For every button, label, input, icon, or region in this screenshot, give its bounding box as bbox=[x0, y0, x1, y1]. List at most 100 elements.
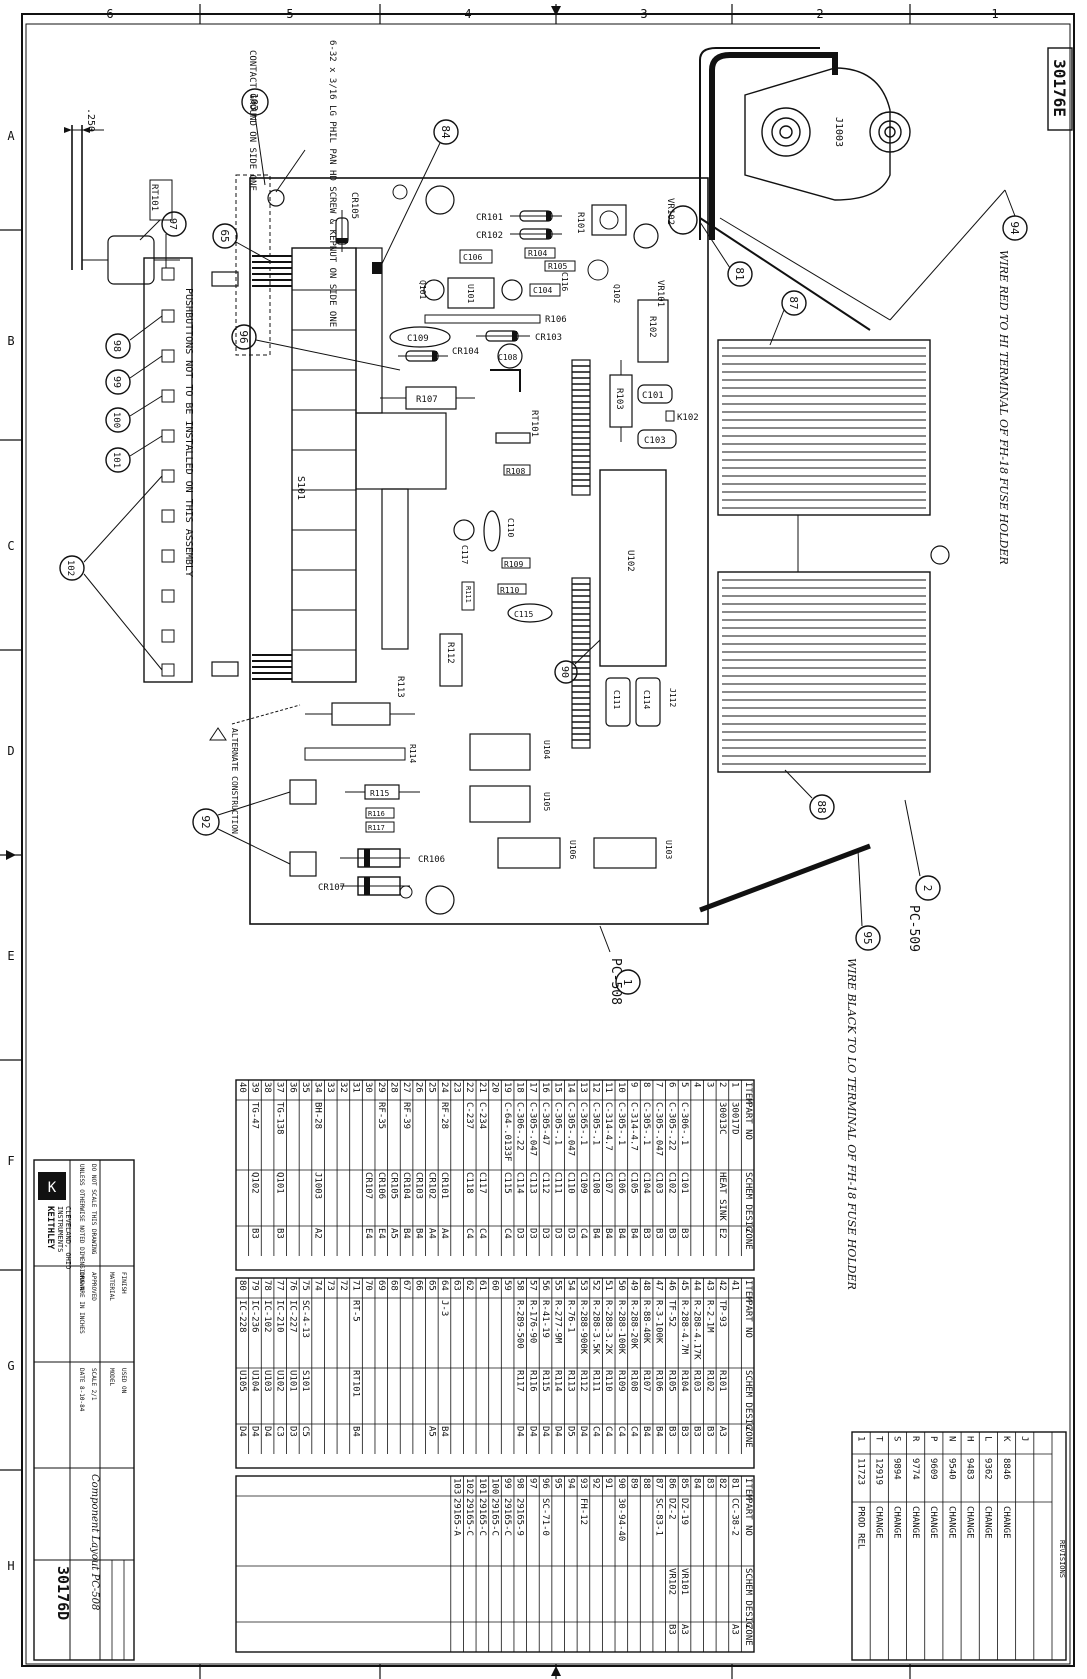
revisions-header: REVISIONS bbox=[1058, 1540, 1066, 1578]
c104-box bbox=[529, 283, 561, 297]
label-r105: R105 bbox=[548, 262, 567, 271]
bom-header-cell: SCHEM DESIG bbox=[743, 1172, 753, 1232]
bom-cell: C-305-.047 bbox=[654, 1102, 664, 1156]
bom-cell: B3 bbox=[275, 1228, 285, 1239]
bom-cell: D4 bbox=[540, 1426, 550, 1437]
company-loc: CLEVELAND, OHIO bbox=[64, 1206, 72, 1269]
finish-label: FINISH bbox=[120, 1272, 127, 1294]
note-wire-black: 95 WIRE BLACK TO LO TERMINAL OF FH-18 FU… bbox=[845, 849, 881, 1290]
label-c111: C111 bbox=[612, 690, 621, 709]
bom-cell: R-2-1M bbox=[704, 1300, 714, 1333]
cr102-diode bbox=[510, 228, 562, 240]
bom-cell: 26 bbox=[414, 1082, 424, 1093]
heat-sink-bottom bbox=[717, 545, 950, 773]
revision-cell: CHANGE bbox=[874, 1506, 884, 1539]
bom-cell: 45 bbox=[679, 1280, 689, 1291]
label-c117: C117 bbox=[460, 545, 469, 564]
bom-cell: 70 bbox=[363, 1280, 373, 1291]
bom-cell: 29165-9 bbox=[515, 1498, 525, 1536]
revision-cell: CHANGE bbox=[946, 1506, 956, 1539]
bom-cell: C113 bbox=[527, 1172, 537, 1194]
r117-body bbox=[365, 821, 395, 833]
balloon-84: 84 bbox=[439, 125, 452, 139]
bom-cell: 60 bbox=[489, 1280, 499, 1291]
bom-cell: C4 bbox=[578, 1228, 588, 1239]
bom-cell: CR103 bbox=[414, 1172, 424, 1199]
bom-cell: B4 bbox=[628, 1228, 638, 1239]
bom-cell: 74 bbox=[313, 1280, 323, 1291]
bom-cell: 65 bbox=[426, 1280, 436, 1291]
bom-cell: D3 bbox=[527, 1228, 537, 1239]
mount-hole-1 bbox=[425, 185, 455, 215]
bom-cell: 71 bbox=[350, 1280, 360, 1291]
bom-cell: B4 bbox=[414, 1228, 424, 1239]
revision-cell: K bbox=[1001, 1436, 1011, 1442]
bom-cell: R-288-900K bbox=[578, 1300, 588, 1355]
company-sub: INSTRUMENTS bbox=[56, 1206, 64, 1252]
bom-cell: 33 bbox=[325, 1082, 335, 1093]
balloon-103: 103 bbox=[248, 93, 259, 111]
label-u103: U103 bbox=[664, 840, 673, 859]
bom-cell: 3 bbox=[704, 1082, 714, 1087]
bom-cell: 59 bbox=[502, 1280, 512, 1291]
u106-ic bbox=[497, 837, 561, 869]
bom-header-cell: SCHEM DESIG bbox=[743, 1370, 753, 1430]
bom-cell: TP-93 bbox=[717, 1300, 727, 1327]
cr101-diode bbox=[510, 210, 562, 222]
bom-cell: CR107 bbox=[363, 1172, 373, 1199]
u103-ic bbox=[593, 837, 657, 869]
bom-cell: R-289-500 bbox=[515, 1300, 525, 1349]
drawing-number: 30176D bbox=[54, 1566, 72, 1620]
dim-250-text: .250 bbox=[85, 108, 96, 132]
revision-cell: L bbox=[983, 1436, 993, 1441]
vr101-body bbox=[633, 223, 659, 249]
bom-cell: 17 bbox=[527, 1082, 537, 1093]
label-r115: R115 bbox=[370, 789, 389, 798]
bom-cell: IC-210 bbox=[275, 1300, 285, 1333]
bom-cell: 53 bbox=[578, 1280, 588, 1291]
bom-cell: A3 bbox=[717, 1426, 727, 1437]
bom-cell: C108 bbox=[591, 1172, 601, 1194]
bom-cell: 35 bbox=[300, 1082, 310, 1093]
bom-cell: 20 bbox=[489, 1082, 499, 1093]
revision-cell: 12919 bbox=[874, 1458, 884, 1485]
bom-cell: VR102 bbox=[666, 1568, 676, 1595]
bom-cell: B4 bbox=[603, 1228, 613, 1239]
bom-header-cell: ITEM bbox=[743, 1082, 753, 1104]
bom-cell: C4 bbox=[616, 1426, 626, 1437]
zone-row-b: B bbox=[7, 334, 14, 348]
bom-cell: B3 bbox=[679, 1426, 689, 1437]
zone-row-d: D bbox=[7, 744, 14, 758]
cr104-diode bbox=[398, 350, 448, 362]
bom-cell: R104 bbox=[679, 1370, 689, 1392]
bom-header-cell: ITEM bbox=[743, 1280, 753, 1302]
u101-ic bbox=[447, 277, 495, 309]
bom-cell: 30-94-40 bbox=[616, 1498, 626, 1541]
note-alternate-text: ALTERNATE CONSTRUCTION bbox=[230, 728, 239, 834]
c114-cap bbox=[635, 677, 661, 727]
drawing-number-stamp-text: 30176E bbox=[1050, 59, 1069, 117]
label-r101: R101 bbox=[575, 212, 585, 234]
revision-cell: CHANGE bbox=[892, 1506, 902, 1539]
balloon-1: 1 bbox=[621, 979, 634, 986]
bom-cell: 8 bbox=[641, 1082, 651, 1087]
bom-cell: R-288-3.5K bbox=[591, 1300, 601, 1355]
zone-row-h: H bbox=[7, 1559, 14, 1573]
c103-cap bbox=[637, 429, 677, 449]
cr106-diode bbox=[340, 848, 410, 868]
bom-cell: R113 bbox=[565, 1370, 575, 1392]
rt101-side-view bbox=[71, 125, 180, 285]
bom-cell: C-305-.22 bbox=[666, 1102, 676, 1151]
cr105-diode bbox=[335, 210, 349, 252]
q102-body bbox=[587, 259, 609, 281]
bom-cell: E2 bbox=[717, 1228, 727, 1239]
wire-red bbox=[699, 217, 871, 331]
bom-cell: TF-52 bbox=[666, 1300, 676, 1327]
edge-connector-top bbox=[571, 359, 591, 496]
label-cr101: CR101 bbox=[476, 213, 503, 223]
label-cr107: CR107 bbox=[318, 883, 345, 893]
bom-cell: B3 bbox=[679, 1228, 689, 1239]
bom-cell: 100 bbox=[489, 1478, 499, 1494]
bom-cell: C-305-.1 bbox=[591, 1102, 601, 1145]
